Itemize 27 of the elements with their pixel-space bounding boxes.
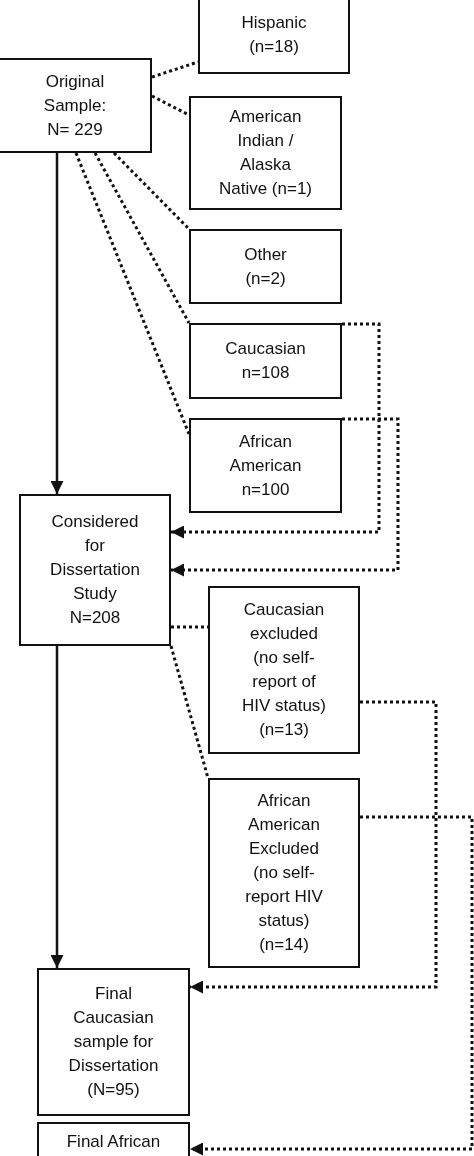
box-label: Considered for Dissertation Study N=208 (49, 511, 141, 629)
process-box (37, 968, 190, 1116)
process-box (208, 586, 360, 754)
box-label: Caucasian excluded (no self-report of HIV status) (n=13) (240, 599, 328, 741)
box-label: Hispanic (n=18) (240, 12, 308, 58)
connector-arrow (50, 646, 64, 968)
process-box (19, 494, 171, 646)
process-box (189, 323, 342, 399)
process-box (208, 778, 360, 968)
process-box (189, 96, 342, 210)
box-label: Caucasian n=108 (224, 338, 307, 384)
connector-arrow (171, 417, 400, 577)
connector-arrow (50, 153, 64, 494)
process-box (198, 0, 350, 74)
process-box (189, 229, 342, 304)
box-label: American Indian / Alaska Native (n=1) (217, 106, 314, 200)
box-label: Other (n=2) (243, 243, 288, 290)
connector-arrow (190, 700, 438, 994)
box-label: African American n=100 (228, 430, 303, 501)
process-box (0, 58, 152, 153)
box-label: Final Caucasian sample for Dissertation (N=95) (67, 983, 160, 1101)
connector-arrow (190, 815, 474, 1156)
process-box (189, 418, 342, 513)
box-label: Original Sample: N= 229 (42, 70, 108, 141)
connector-arrow (171, 322, 381, 539)
box-label: African American Excluded (no self-report HIV status) (n=14) (244, 790, 324, 956)
box-label: Final African (66, 1131, 161, 1153)
